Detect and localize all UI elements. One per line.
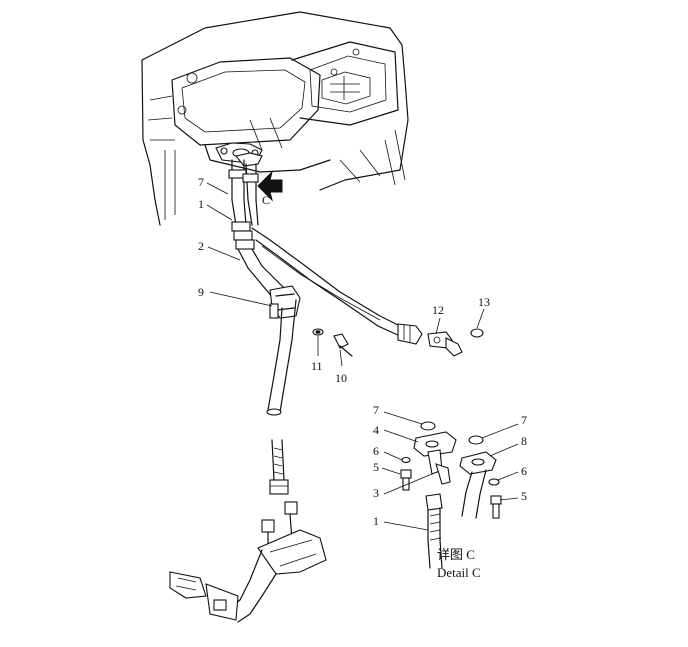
callout-1: 1 [198, 197, 204, 211]
callout-11: 11 [311, 359, 323, 373]
detail-callout-5-left: 5 [373, 460, 379, 474]
detail-callout-7-right: 7 [521, 413, 527, 427]
callout-7: 7 [198, 175, 204, 189]
callout-10: 10 [335, 371, 347, 385]
detail-callout-6-right: 6 [521, 464, 527, 478]
detail-c: 7 4 6 5 3 1 7 8 6 5 详图 C Detail C [373, 403, 527, 580]
detail-callout-6-left: 6 [373, 444, 379, 458]
view-arrow-c: C [257, 170, 283, 207]
callout-13: 13 [478, 295, 490, 309]
main-leaders [206, 182, 485, 367]
detail-caption-english: Detail C [437, 565, 481, 580]
main-hose-assembly [169, 142, 484, 623]
main-callouts: 7 1 2 9 11 10 12 13 [198, 175, 490, 385]
callout-12: 12 [432, 303, 444, 317]
detail-callout-5-right: 5 [521, 489, 527, 503]
detail-callout-4: 4 [373, 423, 379, 437]
detail-callout-3: 3 [373, 486, 379, 500]
detail-callout-8: 8 [521, 434, 527, 448]
callout-9: 9 [198, 285, 204, 299]
detail-left-oring [420, 421, 436, 431]
detail-callout-7-left: 7 [373, 403, 379, 417]
detail-caption-chinese: 详图 C [437, 547, 475, 562]
callout-2: 2 [198, 239, 204, 253]
detail-callout-1: 1 [373, 514, 379, 528]
engine-block [141, 11, 409, 226]
detail-right-oring [468, 435, 484, 445]
view-arrow-label: C [262, 193, 270, 207]
